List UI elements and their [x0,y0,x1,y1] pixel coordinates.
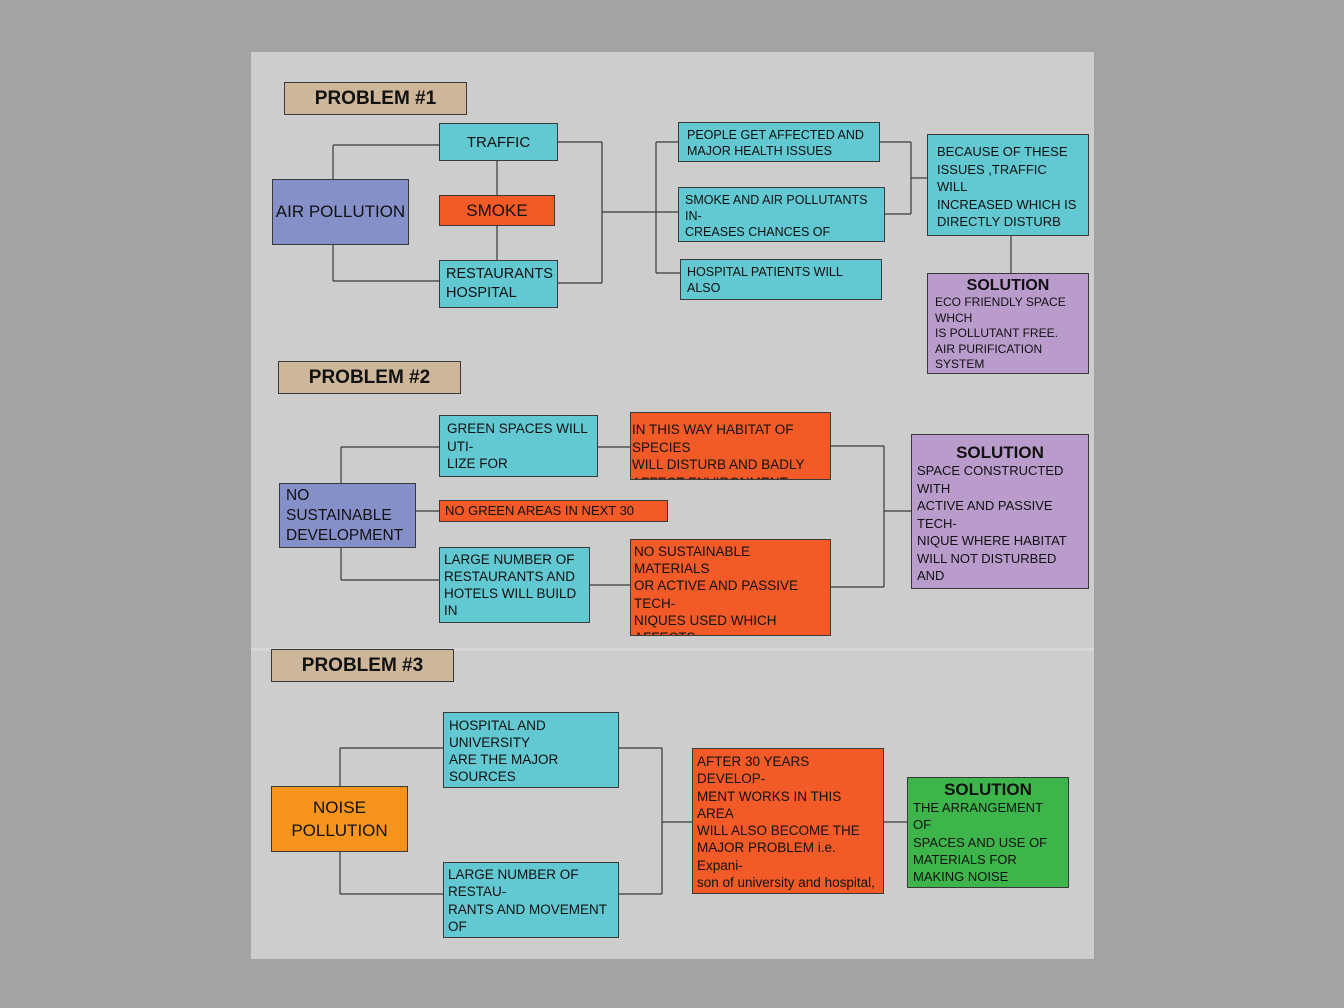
restaurants-hotels-node: LARGE NUMBER OF RESTAURANTS AND HOTELS W… [439,547,590,623]
problem-3-header-text: PROBLEM #3 [301,654,424,676]
hospital-university-node: HOSPITAL AND UNIVERSITY ARE THE MAJOR SO… [443,712,619,788]
traffic-node: TRAFFIC [439,123,558,161]
problem-3-solution: SOLUTION THE ARRANGEMENT OF SPACES AND U… [907,777,1069,888]
solution-1-title: SOLUTION [966,277,1050,294]
restaurants-hospital-node: RESTAURANTS HOSPITAL [439,260,558,308]
section-divider [251,648,1094,651]
habitat-disturb-node: IN THIS WAY HABITAT OF SPECIES WILL DIST… [630,412,831,480]
future-development-node: AFTER 30 YEARS DEVELOP- MENT WORKS IN TH… [692,748,884,894]
hospital-patients-node: HOSPITAL PATIENTS WILL ALSO FACE THIS PR… [680,259,882,300]
no-green-areas-node: NO GREEN AREAS IN NEXT 30 YEARS [439,500,668,522]
smoke-node: SMOKE [439,195,555,226]
solution-2-title: SOLUTION [956,443,1044,462]
problem-1-solution: SOLUTION ECO FRIENDLY SPACE WHCH IS POLL… [927,273,1089,374]
no-sustainable-development-node: NO SUSTAINABLE DEVELOPMENT [279,483,416,548]
problem-1-header-text: PROBLEM #1 [314,87,437,109]
traffic-consequence-node: BECAUSE OF THESE ISSUES ,TRAFFIC WILL IN… [927,134,1089,236]
restaurants-vehicles-node: LARGE NUMBER OF RESTAU- RANTS AND MOVEME… [443,862,619,938]
problem-3-header: PROBLEM #3 [271,649,454,682]
solution-3-title: SOLUTION [944,780,1032,799]
problem-2-header-text: PROBLEM #2 [308,366,431,388]
no-sustainable-materials-node: NO SUSTAINABLE MATERIALS OR ACTIVE AND P… [630,539,831,636]
green-spaces-node: GREEN SPACES WILL UTI- LIZE FOR DEVELOPM… [439,415,598,477]
air-pollution-node: AIR POLLUTION [272,179,409,245]
solution-2-body: SPACE CONSTRUCTED WITH ACTIVE AND PASSIV… [917,463,1075,588]
noise-pollution-node: NOISE POLLUTION [271,786,408,852]
cancer-risk-node: SMOKE AND AIR POLLUTANTS IN- CREASES CHA… [678,187,885,242]
problem-2-header: PROBLEM #2 [278,361,461,394]
solution-3-body: THE ARRANGEMENT OF SPACES AND USE OF MAT… [913,800,1048,887]
problem-2-solution: SOLUTION SPACE CONSTRUCTED WITH ACTIVE A… [911,434,1089,589]
problem-1-header: PROBLEM #1 [284,82,467,115]
solution-1-body: ECO FRIENDLY SPACE WHCH IS POLLUTANT FRE… [935,295,1075,373]
health-issues-node: PEOPLE GET AFFECTED AND MAJOR HEALTH ISS… [678,122,880,162]
